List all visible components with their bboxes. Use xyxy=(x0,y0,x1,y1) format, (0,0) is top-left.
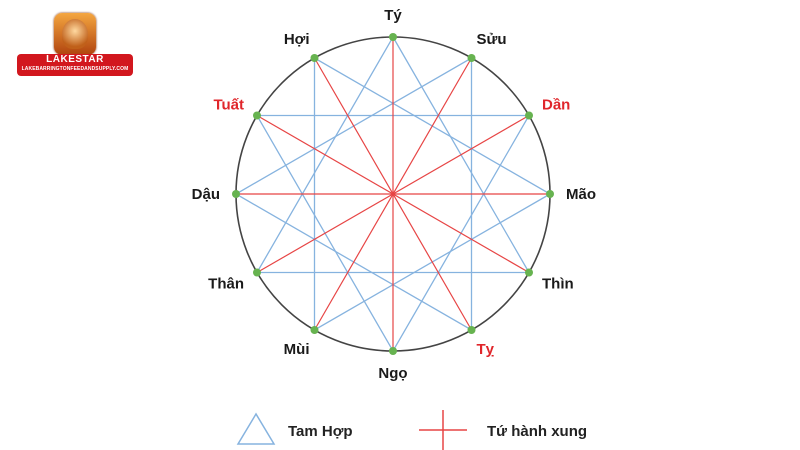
zodiac-label-12: Hợi xyxy=(284,31,310,48)
zodiac-node-1 xyxy=(389,33,397,41)
zodiac-node-4 xyxy=(546,190,554,198)
tu-hanh-xung-lines xyxy=(236,37,550,351)
logo-url: LAKEBARRINGTONFEEDANDSUPPLY.COM xyxy=(21,66,129,72)
zodiac-label-5: Thìn xyxy=(542,276,574,293)
zodiac-label-3: Dần xyxy=(542,97,570,114)
lakestar-logo[interactable]: LAKESTAR LAKEBARRINGTONFEEDANDSUPPLY.COM xyxy=(17,13,133,76)
zodiac-label-2: Sửu xyxy=(477,31,507,48)
tam-hop-legend-icon xyxy=(236,412,276,445)
zodiac-node-11 xyxy=(253,111,261,120)
tu-hanh-xung-line-6 xyxy=(313,57,473,331)
zodiac-nodes xyxy=(232,33,554,355)
zodiac-node-9 xyxy=(253,268,261,277)
zodiac-node-2 xyxy=(467,54,476,62)
zodiac-label-7: Ngọ xyxy=(378,365,407,382)
tu-hanh-xung-legend-label: Tứ hành xung xyxy=(487,423,587,440)
logo-banner: LAKESTAR LAKEBARRINGTONFEEDANDSUPPLY.COM xyxy=(17,54,133,76)
zodiac-label-9: Thân xyxy=(208,276,244,293)
zodiac-node-6 xyxy=(467,326,476,334)
legend: Tam Hợp Tứ hành xung xyxy=(236,410,587,450)
zodiac-node-3 xyxy=(525,111,533,120)
zodiac-label-11: Tuất xyxy=(213,97,244,114)
zodiac-node-8 xyxy=(310,326,319,334)
zodiac-node-12 xyxy=(310,54,319,62)
zodiac-node-10 xyxy=(232,190,240,198)
zodiac-label-10: Dậu xyxy=(192,186,220,203)
logo-face-icon xyxy=(62,19,88,49)
zodiac-label-8: Mùi xyxy=(284,341,310,358)
zodiac-label-1: Tý xyxy=(384,7,402,24)
logo-emblem xyxy=(54,13,96,55)
zodiac-label-6: Tỵ xyxy=(477,341,495,358)
zodiac-node-7 xyxy=(389,347,397,355)
zodiac-node-5 xyxy=(525,268,533,277)
zodiac-label-4: Mão xyxy=(566,186,596,203)
tam-hop-legend-label: Tam Hợp xyxy=(288,423,353,440)
logo-title: LAKESTAR xyxy=(46,54,104,65)
